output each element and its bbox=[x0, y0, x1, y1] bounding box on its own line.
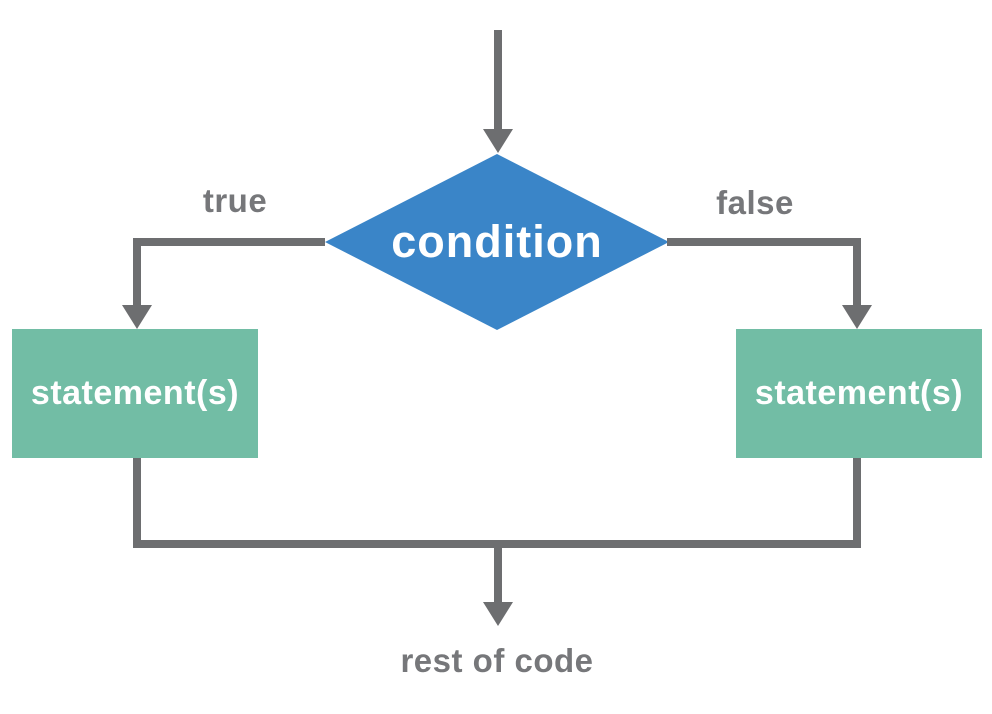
rest-of-code-label: rest of code bbox=[400, 642, 594, 679]
true-branch-horizontal-connector bbox=[133, 238, 325, 246]
statement-right-node: statement(s) bbox=[736, 329, 982, 458]
statement-left-label: statement(s) bbox=[30, 374, 240, 412]
condition-label: condition bbox=[391, 216, 603, 267]
statement-left-exit-connector bbox=[133, 458, 141, 548]
statement-right-exit-connector bbox=[853, 458, 861, 548]
false-edge-label: false bbox=[716, 184, 794, 221]
exit-connector bbox=[494, 540, 502, 604]
true-branch-down-arrowhead-icon bbox=[122, 305, 152, 329]
statement-left-node: statement(s) bbox=[12, 329, 258, 458]
true-edge-label: true bbox=[202, 182, 268, 219]
exit-down-arrowhead-icon bbox=[483, 602, 513, 626]
false-branch-down-arrowhead-icon bbox=[842, 305, 872, 329]
true-branch-vertical-connector bbox=[133, 238, 141, 308]
false-branch-horizontal-connector bbox=[667, 238, 861, 246]
entry-down-arrowhead-icon bbox=[483, 129, 513, 153]
false-branch-vertical-connector bbox=[853, 238, 861, 308]
entry-connector bbox=[494, 30, 502, 131]
statement-right-label: statement(s) bbox=[754, 374, 964, 412]
condition-decision-node: condition bbox=[325, 154, 669, 330]
